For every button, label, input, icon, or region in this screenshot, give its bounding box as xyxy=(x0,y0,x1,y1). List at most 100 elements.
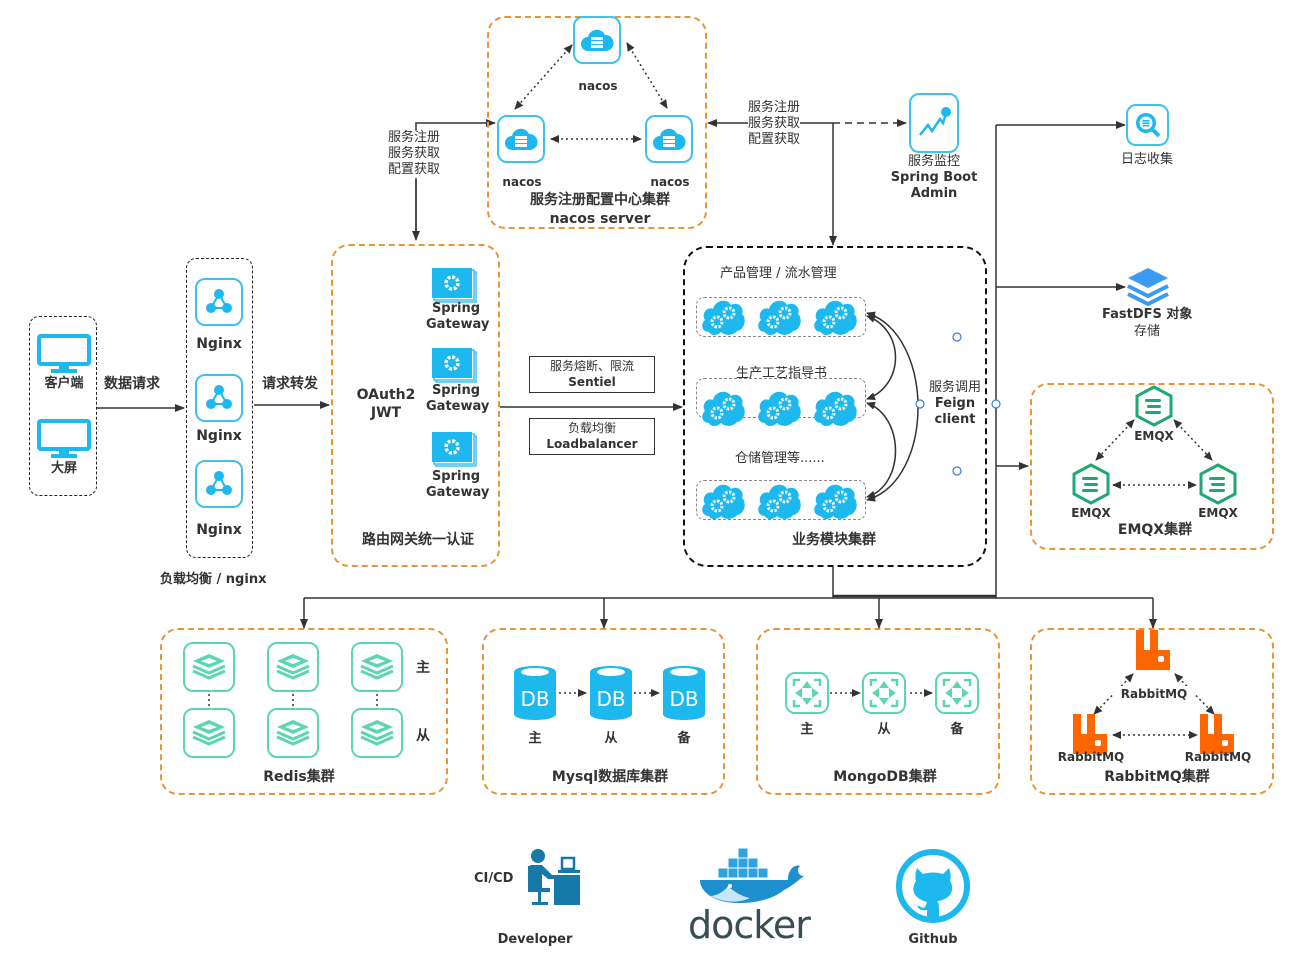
nacos-caption-2: nacos server xyxy=(549,211,651,227)
docker-logo[interactable] xyxy=(688,846,808,910)
rabbitmq-label: RabbitMQ xyxy=(1057,750,1125,764)
rabbitmq-node[interactable] xyxy=(1198,712,1236,760)
nginx-icon xyxy=(206,471,232,495)
nginx-node[interactable] xyxy=(195,374,243,422)
spring-gateway-label: Gateway xyxy=(426,317,490,332)
redis-node[interactable] xyxy=(351,708,403,758)
emqx-node[interactable] xyxy=(1198,463,1238,509)
emqx-hex-icon xyxy=(1135,385,1173,427)
sentinel-line2: Sentiel xyxy=(568,375,616,389)
redis-group-caption: Redis集群 xyxy=(263,769,335,785)
mongodb-node[interactable] xyxy=(785,672,829,714)
mysql-role-label: 从 xyxy=(604,731,618,746)
redis-stack-icon xyxy=(192,654,226,680)
emqx-node[interactable] xyxy=(1134,385,1174,431)
nginx-node[interactable] xyxy=(195,278,243,326)
gear-icon xyxy=(432,348,477,383)
mysql-role-label: 主 xyxy=(528,731,542,746)
database-icon: DB xyxy=(514,666,556,720)
business-module-row xyxy=(696,480,866,520)
bigscreen-item[interactable]: 大屏 xyxy=(36,419,92,477)
emqx-hex-icon xyxy=(1199,463,1237,505)
github-icon xyxy=(896,849,970,923)
business-service-node[interactable] xyxy=(755,296,803,340)
github-node[interactable] xyxy=(895,848,971,928)
redis-stack-icon xyxy=(276,654,310,680)
monitor-label-3: Admin xyxy=(910,186,958,201)
mysql-node[interactable]: DB xyxy=(661,664,707,726)
docker-whale-icon xyxy=(700,847,804,904)
fastdfs-label-1: FastDFS 对象 xyxy=(1102,307,1193,322)
redis-node[interactable] xyxy=(351,642,403,692)
rabbitmq-label: RabbitMQ xyxy=(1184,750,1252,764)
redis-slave-label: 从 xyxy=(416,728,430,744)
layers-icon xyxy=(1127,268,1169,307)
emqx-group-caption: EMQX集群 xyxy=(1117,522,1193,538)
emqx-group xyxy=(1030,383,1274,550)
spring-gateway-node[interactable] xyxy=(432,432,478,472)
emqx-label: EMQX xyxy=(1198,506,1238,520)
mongodb-role-label: 备 xyxy=(950,722,964,737)
client-item[interactable]: 客户端 xyxy=(36,334,92,392)
business-service-node[interactable] xyxy=(755,480,803,524)
cloud-gear-icon xyxy=(758,484,801,519)
nacos-label: nacos xyxy=(650,175,690,189)
business-group xyxy=(683,246,987,567)
clients-group xyxy=(29,316,97,496)
mongodb-node[interactable] xyxy=(862,672,906,714)
spring-gateway-node[interactable] xyxy=(432,348,478,388)
business-service-node[interactable] xyxy=(811,480,859,524)
redis-master-label: 主 xyxy=(416,660,430,676)
loadbalancer-line1: 负载均衡 xyxy=(567,421,616,435)
business-service-node[interactable] xyxy=(811,387,859,431)
fastdfs-label-2: 存储 xyxy=(1133,324,1160,339)
business-service-node[interactable] xyxy=(699,480,747,524)
mysql-node[interactable]: DB xyxy=(588,664,634,726)
log-collect-node[interactable] xyxy=(1126,104,1169,146)
spring-gateway-label: Spring xyxy=(431,383,481,398)
mongodb-node-icon xyxy=(792,678,822,708)
rabbitmq-node[interactable] xyxy=(1071,712,1109,760)
fastdfs-node[interactable] xyxy=(1126,266,1170,310)
cloud-server-icon xyxy=(581,29,614,51)
emqx-label: EMQX xyxy=(1134,429,1174,443)
business-service-node[interactable] xyxy=(811,296,859,340)
bigscreen-label: 大屏 xyxy=(50,461,77,476)
gear-icon xyxy=(432,268,477,303)
nginx-node[interactable] xyxy=(195,460,243,508)
redis-node[interactable] xyxy=(183,642,235,692)
spring-gateway-label: Gateway xyxy=(426,399,490,414)
cicd-label: CI/CD xyxy=(474,871,514,886)
rabbitmq-node[interactable] xyxy=(1134,628,1172,676)
business-service-node[interactable] xyxy=(699,387,747,431)
nacos-label: nacos xyxy=(578,79,618,93)
cloud-gear-icon xyxy=(702,391,745,426)
business-service-node[interactable] xyxy=(755,387,803,431)
mongodb-node[interactable] xyxy=(935,672,979,714)
developer-node[interactable] xyxy=(526,848,582,912)
nacos-node[interactable] xyxy=(645,115,693,163)
redis-node[interactable] xyxy=(183,708,235,758)
spring-gateway-label: Spring xyxy=(431,469,481,484)
emqx-label: EMQX xyxy=(1071,506,1111,520)
nacos-caption-1: 服务注册配置中心集群 xyxy=(530,192,670,208)
sentinel-line1: 服务熔断、限流 xyxy=(549,359,634,373)
mysql-node[interactable]: DB xyxy=(512,664,558,726)
oauth2-label: OAuth2 xyxy=(356,387,416,403)
emqx-node[interactable] xyxy=(1071,463,1111,509)
nginx-icon xyxy=(206,289,232,313)
spring-gateway-node[interactable] xyxy=(432,268,478,308)
mongodb-node-icon xyxy=(869,678,899,708)
business-service-node[interactable] xyxy=(699,296,747,340)
docker-wordmark: docker xyxy=(688,903,811,947)
redis-stack-icon xyxy=(360,654,394,680)
developer-icon xyxy=(528,849,580,905)
nacos-node[interactable] xyxy=(497,115,545,163)
loadbalancer-box: 负载均衡 Loadbalancer xyxy=(529,418,655,455)
redis-node[interactable] xyxy=(267,708,319,758)
monitor-node[interactable] xyxy=(909,93,959,153)
nacos-node[interactable] xyxy=(573,16,621,64)
redis-node[interactable] xyxy=(267,642,319,692)
loadbalancer-line2: Loadbalancer xyxy=(546,437,638,451)
rabbitmq-icon xyxy=(1136,630,1170,670)
